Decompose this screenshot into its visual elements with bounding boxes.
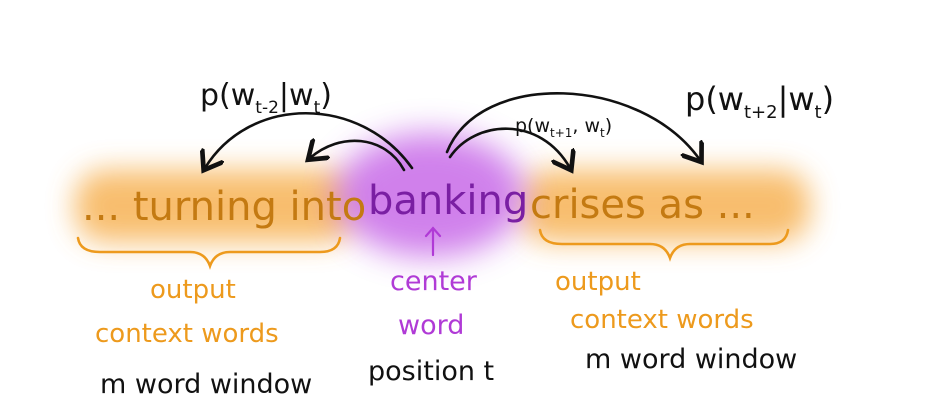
prob-t-plus-1: p(wt+1, wt) <box>515 115 612 140</box>
arrow-to-t-plus-2 <box>445 91 700 160</box>
prob-t-plus-2: p(wt+2|wt) <box>685 80 834 123</box>
sentence: ... turning into banking crises as ... <box>82 178 755 230</box>
right-context-brace <box>538 228 790 262</box>
left-context-glow <box>75 170 355 242</box>
right-context-glow <box>520 170 810 242</box>
right-output-label-2: context words <box>570 305 754 335</box>
center-label-1: center <box>390 266 478 297</box>
center-word-glow <box>335 133 525 257</box>
annotation-labels: output context words m word window cente… <box>95 266 797 400</box>
center-word-text: banking <box>368 178 528 224</box>
right-window-label: m word window <box>585 344 797 375</box>
left-output-label-2: context words <box>95 319 279 349</box>
center-label-2: word <box>398 310 464 341</box>
probability-labels: p(wt-2|wt) p(wt+1, wt) p(wt+2|wt) <box>200 78 834 140</box>
probability-arrows <box>205 91 700 257</box>
center-position-label: position t <box>368 356 494 387</box>
center-pointer-arrow <box>424 226 442 257</box>
right-context-text: crises as ... <box>530 182 755 228</box>
left-context-brace <box>76 236 342 270</box>
arrow-to-t-minus-1 <box>310 141 406 172</box>
left-context-text: ... turning into <box>82 184 366 230</box>
context-braces <box>76 228 790 270</box>
highlight-glows <box>75 133 810 257</box>
left-window-label: m word window <box>100 369 312 400</box>
arrow-to-t-minus-2 <box>205 112 414 168</box>
arrow-to-t-plus-1 <box>448 127 570 168</box>
left-output-label-1: output <box>150 275 236 305</box>
prob-t-minus-2: p(wt-2|wt) <box>200 78 332 118</box>
right-output-label-1: output <box>555 267 641 297</box>
